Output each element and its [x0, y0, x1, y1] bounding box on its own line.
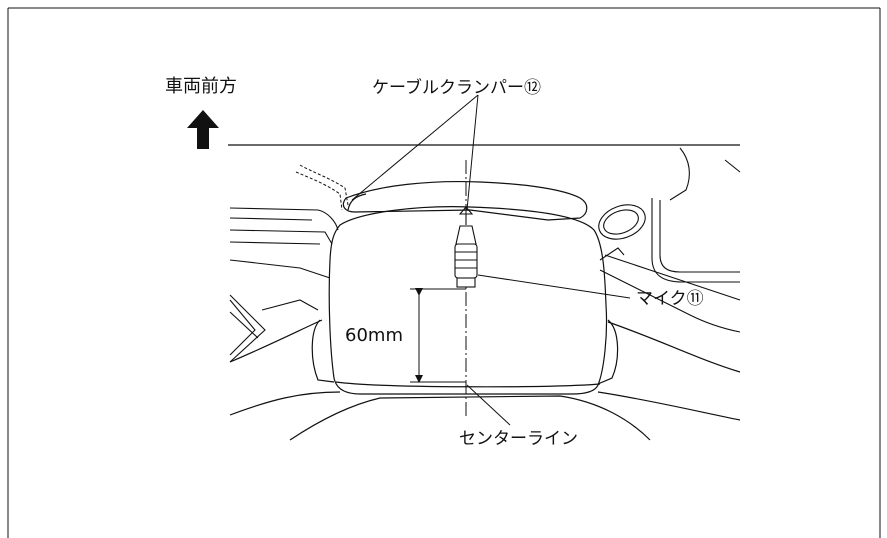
left-interior-outline	[229, 207, 339, 363]
cable-clamper-icon	[458, 206, 474, 225]
vehicle-front-label: 車両前方	[165, 76, 237, 97]
microphone-label: マイク⑪	[636, 289, 704, 309]
vehicle-front-arrow-icon	[187, 110, 219, 149]
dimension-60mm	[410, 288, 466, 383]
microphone-icon	[454, 225, 478, 288]
cable-clamper-label: ケーブルクランパー⑫	[372, 78, 541, 98]
leader-lines	[351, 94, 631, 426]
outer-border	[7, 7, 881, 538]
center-line-label: センターライン	[459, 429, 578, 449]
cable-dashed-2	[295, 171, 343, 211]
dimension-label: 60mm	[345, 325, 403, 346]
right-interior-outline	[598, 147, 741, 333]
cable-dashed	[299, 164, 349, 206]
